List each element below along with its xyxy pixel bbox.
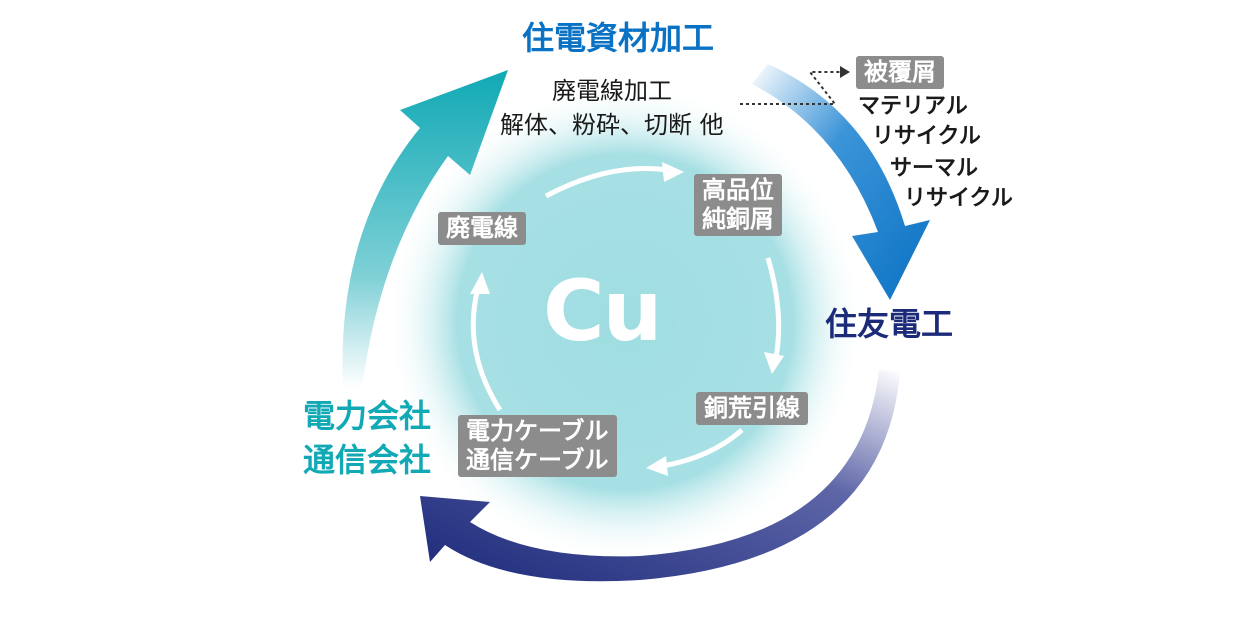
box-waste-wire: 廃電線 xyxy=(438,212,526,245)
inner-arrowhead-top xyxy=(662,162,684,182)
processing-line1: 廃電線加工 xyxy=(552,77,672,105)
box-copper-wire-label: 銅荒引線 xyxy=(704,394,800,422)
box-coating-scrap-label: 被覆屑 xyxy=(864,58,936,86)
box-copper-wire: 銅荒引線 xyxy=(696,392,808,425)
actor-right: 住友電工 xyxy=(825,305,954,343)
recycling-line1: マテリアル xyxy=(858,94,968,119)
box-coating-scrap: 被覆屑 xyxy=(856,56,944,89)
box-waste-wire-label: 廃電線 xyxy=(446,214,518,242)
inner-arrow-top xyxy=(544,166,669,199)
box-cables-line1: 電力ケーブル xyxy=(466,417,609,445)
dotted-connector xyxy=(740,71,842,105)
box-cables: 電力ケーブル 通信ケーブル xyxy=(458,415,617,477)
inner-arrow-left xyxy=(470,287,503,412)
actor-top: 住電資材加工 xyxy=(522,19,715,57)
inner-arrowhead-right xyxy=(764,352,784,374)
recycling-line2: リサイクル xyxy=(872,124,981,149)
inner-arrow-right xyxy=(765,257,782,359)
box-pure-copper: 高品位 純銅屑 xyxy=(694,174,782,236)
copper-symbol: Cu xyxy=(543,262,662,360)
arrow-blue xyxy=(752,64,930,300)
actor-left-line2: 通信会社 xyxy=(303,441,432,479)
inner-arrow-bottom xyxy=(661,428,744,469)
dotted-arrowhead xyxy=(840,66,850,78)
inner-arrowhead-bottom xyxy=(646,456,668,476)
recycling-line4: リサイクル xyxy=(904,186,1013,211)
inner-arrowhead-left xyxy=(470,272,490,294)
box-pure-copper-line1: 高品位 xyxy=(702,176,774,204)
arrow-teal xyxy=(342,70,508,388)
arrow-navy xyxy=(420,370,900,582)
processing-line2: 解体、粉砕、切断 他 xyxy=(500,111,724,139)
recycling-line3: サーマル xyxy=(890,156,979,181)
box-pure-copper-line2: 純銅屑 xyxy=(702,204,774,233)
actor-left-line1: 電力会社 xyxy=(303,397,432,435)
box-cables-line2: 通信ケーブル xyxy=(466,445,609,474)
